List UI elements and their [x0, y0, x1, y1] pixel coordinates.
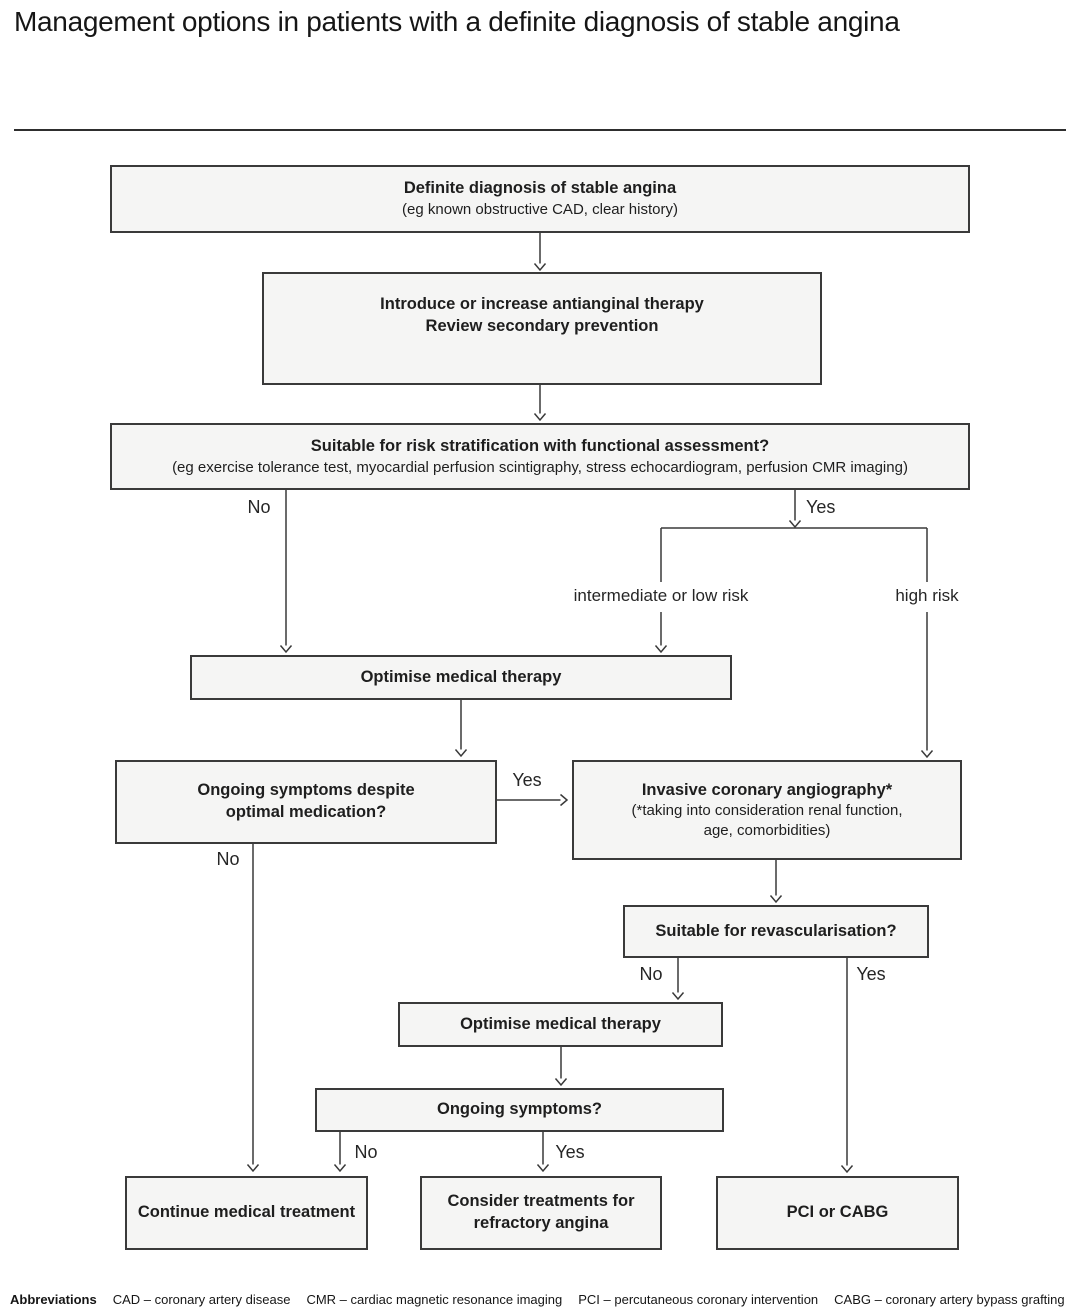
edge-ongoing-no	[333, 1132, 347, 1173]
abbreviation-cabg: CABG – coronary artery bypass grafting	[834, 1292, 1065, 1307]
node-definite-diagnosis-subtitle: (eg known obstructive CAD, clear history…	[402, 201, 678, 219]
node-pci-cabg-title: PCI or CABG	[786, 1203, 889, 1222]
edge-label-revascularisation-no: No	[639, 964, 663, 984]
node-continue-treatment-title: Continue medical treatment	[137, 1203, 356, 1222]
node-angiography-subtitle-line1: (*taking into consideration renal functi…	[631, 802, 903, 820]
edge-ongoing-despite-yes	[497, 793, 569, 807]
edge-ongoing-despite-no	[246, 844, 260, 1173]
abbreviation-cad: CAD – coronary artery disease	[112, 1292, 291, 1307]
page-title: Management options in patients with a de…	[14, 6, 900, 37]
node-ongoing-despite-line2: optimal medication?	[225, 803, 387, 821]
edge-riskstrat-no	[279, 490, 293, 654]
node-pci-cabg: PCI or CABG	[716, 1176, 959, 1250]
edge-label-ongoing-despite-yes: Yes	[512, 770, 542, 790]
node-revascularisation-title: Suitable for revascularisation?	[655, 921, 897, 940]
node-optimise-medical-therapy-2: Optimise medical therapy	[398, 1002, 723, 1047]
node-optimise-medical-therapy-1: Optimise medical therapy	[190, 655, 732, 700]
node-risk-stratification-title: Suitable for risk stratification with fu…	[310, 436, 770, 455]
edge-ongoing-yes	[536, 1132, 550, 1173]
node-refractory-line2: refractory angina	[473, 1214, 609, 1232]
node-refractory-angina: Consider treatments for refractory angin…	[420, 1176, 662, 1250]
edge-intermediate-branch	[654, 528, 668, 654]
edge-optimise1-down	[454, 700, 468, 758]
abbreviations-heading: Abbreviations	[10, 1292, 97, 1307]
edge-label-riskstrat-yes: Yes	[806, 497, 836, 517]
node-optimise-1-title: Optimise medical therapy	[360, 667, 562, 686]
node-continue-treatment: Continue medical treatment	[125, 1176, 368, 1250]
edge-optimise2-down	[554, 1047, 568, 1087]
edge-revasc-yes	[840, 958, 854, 1174]
edge-label-intermediate-low-risk: intermediate or low risk	[567, 586, 755, 606]
node-ongoing-symptoms-despite: Ongoing symptoms despite optimal medicat…	[115, 760, 497, 844]
title-divider	[14, 129, 1066, 131]
node-ongoing-despite-line1: Ongoing symptoms despite	[197, 781, 415, 800]
edge-label-revascularisation-yes: Yes	[856, 964, 886, 984]
abbreviation-cmr: CMR – cardiac magnetic resonance imaging	[306, 1292, 563, 1307]
edge-diagnosis-to-therapy	[533, 233, 547, 272]
edge-therapy-to-riskstrat	[533, 385, 547, 422]
edge-angiography-down	[769, 860, 783, 904]
abbreviation-pci: PCI – percutaneous coronary intervention	[578, 1292, 819, 1307]
edge-label-high-risk: high risk	[889, 586, 965, 606]
node-risk-stratification: Suitable for risk stratification with fu…	[110, 423, 970, 490]
edge-revasc-no	[671, 958, 685, 1001]
node-angiography-title: Invasive coronary angiography*	[641, 780, 893, 799]
node-suitable-revascularisation: Suitable for revascularisation?	[623, 905, 929, 958]
abbreviations-footer: Abbreviations CAD – coronary artery disea…	[10, 1292, 1074, 1307]
node-introduce-therapy: Introduce or increase antianginal therap…	[262, 272, 822, 385]
node-definite-diagnosis: Definite diagnosis of stable angina (eg …	[110, 165, 970, 233]
node-invasive-angiography: Invasive coronary angiography* (*taking …	[572, 760, 962, 860]
edge-label-ongoing-despite-no: No	[216, 849, 240, 869]
node-refractory-line1: Consider treatments for	[447, 1192, 635, 1211]
edge-riskstrat-yes	[788, 490, 802, 529]
edge-label-ongoing-symptoms-no: No	[354, 1142, 378, 1162]
node-definite-diagnosis-title: Definite diagnosis of stable angina	[403, 179, 677, 198]
node-ongoing-symptoms-title: Ongoing symptoms?	[437, 1100, 602, 1119]
node-introduce-therapy-line1: Introduce or increase antianginal therap…	[380, 295, 704, 313]
node-optimise-2-title: Optimise medical therapy	[460, 1014, 661, 1033]
edge-highrisk-branch	[920, 528, 934, 759]
edge-label-ongoing-symptoms-yes: Yes	[555, 1142, 585, 1162]
node-risk-stratification-subtitle: (eg exercise tolerance test, myocardial …	[172, 458, 908, 476]
node-introduce-therapy-line2: Review secondary prevention	[425, 316, 659, 335]
edge-label-riskstrat-no: No	[247, 497, 271, 517]
node-angiography-subtitle-line2: age, comorbidities)	[703, 821, 831, 839]
node-ongoing-symptoms: Ongoing symptoms?	[315, 1088, 724, 1132]
